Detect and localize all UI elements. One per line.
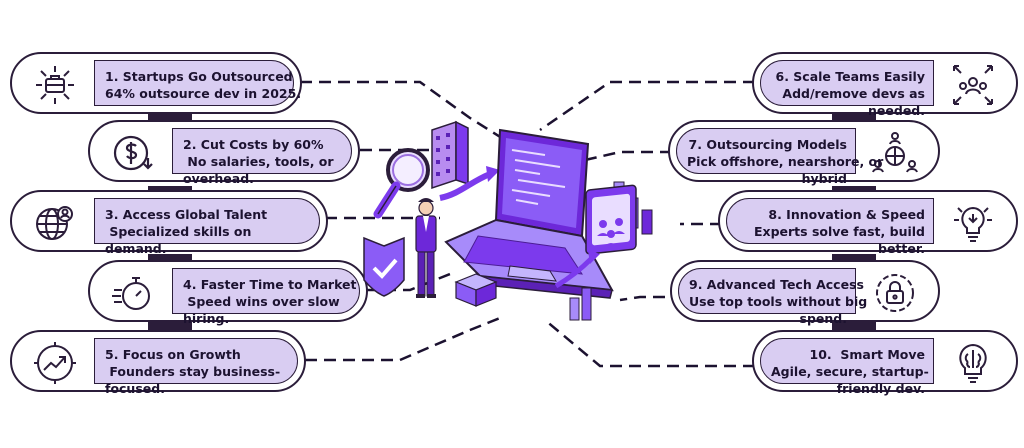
item-desc: demand. [105, 241, 167, 256]
item-desc: hybrid [801, 171, 847, 186]
stopwatch-icon [110, 270, 156, 316]
item-desc: Add/remove devs as [782, 86, 925, 101]
item-desc: needed. [868, 103, 925, 118]
right-connector [832, 254, 876, 264]
item-startups-go-outsourced: 1. Startups Go Outsourced 64% outsource … [10, 52, 302, 114]
item-desc: friendly dev. [836, 381, 925, 396]
item-focus-on-growth: 5. Focus on Growth Founders stay busines… [10, 330, 306, 396]
building-icon [431, 120, 469, 190]
globe-user-icon [32, 200, 78, 246]
item-title: 7. Outsourcing Models [688, 137, 847, 152]
central-illustration [363, 120, 653, 321]
growth-arrow-icon [32, 340, 78, 386]
left-connector [148, 114, 192, 124]
item-desc: Founders stay business- [105, 364, 281, 379]
lightbulb-circuit-icon [950, 200, 996, 246]
item-outsourcing-models: 7. Outsourcing Models Pick offshore, nea… [668, 120, 940, 186]
left-connector [148, 254, 192, 264]
shield-check-icon [363, 236, 405, 297]
item-title: 9. Advanced Tech Access [689, 277, 864, 292]
global-network-people-icon [872, 130, 918, 176]
item-desc: focused. [105, 381, 165, 396]
item-desc: No salaries, tools, or [183, 154, 334, 169]
padlock-icon [872, 270, 918, 316]
item-title: 2. Cut Costs by 60% [183, 137, 324, 152]
item-access-global-talent: 3. Access Global Talent Specialized skil… [10, 190, 328, 256]
team-scale-icon [950, 62, 996, 108]
businessman-icon [415, 198, 437, 298]
item-title: 3. Access Global Talent [105, 207, 268, 222]
item-title: 5. Focus on Growth [105, 347, 241, 362]
item-title: 1. Startups Go Outsourced [105, 69, 293, 84]
briefcase-network-icon [32, 62, 78, 108]
item-advanced-tech-access: 9. Advanced Tech Access Use top tools wi… [670, 260, 940, 326]
item-desc: overhead. [183, 171, 254, 186]
laptop-code-icon [444, 128, 614, 299]
box-icon [454, 273, 498, 307]
right-connector [832, 322, 876, 332]
item-desc: better. [878, 241, 925, 256]
item-desc: Agile, secure, startup- [771, 364, 929, 379]
item-title: 6. Scale Teams Easily [775, 69, 926, 84]
item-faster-time-to-market: 4. Faster Time to Market Speed wins over… [88, 260, 368, 326]
item-desc: hiring. [183, 311, 230, 326]
item-title: 10. Smart Move [809, 347, 925, 362]
magnifier-icon [373, 148, 430, 219]
item-title: 4. Faster Time to Market [183, 277, 357, 292]
item-smart-move: 10. Smart Move Agile, secure, startup- f… [752, 330, 1018, 396]
item-scale-teams-easily: 6. Scale Teams Easily Add/remove devs as… [752, 52, 1018, 118]
right-connector [832, 114, 876, 124]
dollar-down-icon [110, 130, 156, 176]
item-desc: Experts solve fast, build [753, 224, 925, 239]
item-desc: Speed wins over slow [183, 294, 340, 309]
item-desc: Specialized skills on [105, 224, 252, 239]
item-innovation-and-speed: 8. Innovation & Speed Experts solve fast… [718, 190, 1018, 256]
brain-bulb-icon [950, 340, 996, 386]
item-cut-costs: 2. Cut Costs by 60% No salaries, tools, … [88, 120, 360, 186]
item-title: 8. Innovation & Speed [768, 207, 925, 222]
item-desc: Use top tools without big [689, 294, 868, 309]
team-board-icon [554, 184, 637, 289]
item-desc: spend. [799, 311, 847, 326]
left-connector [148, 322, 192, 332]
item-desc: 64% outsource dev in 2025. [105, 86, 302, 101]
item-desc: Pick offshore, nearshore, or [687, 154, 884, 169]
